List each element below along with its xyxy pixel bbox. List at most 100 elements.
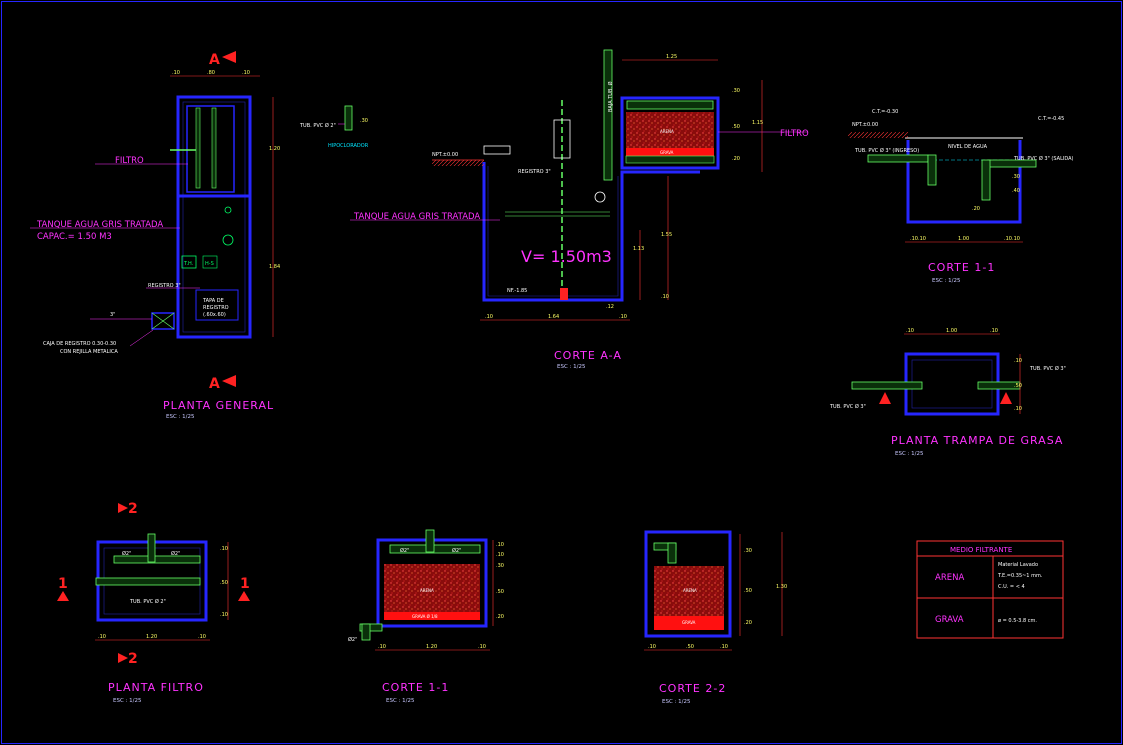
dim-label: .12 (606, 304, 614, 310)
table-row-line: Material Lavado (998, 562, 1038, 568)
pipe-a-label: Ø2" (122, 550, 131, 557)
caja-registro-box (151, 312, 175, 330)
dim-label: .20 (744, 620, 752, 626)
vertical-pipe (603, 49, 613, 181)
corte-11-top-title: CORTE 1-1 (928, 261, 995, 274)
dim-label: 1.20 (269, 146, 280, 152)
dim-label: .10 (220, 612, 228, 618)
dim-label: .10 (1014, 358, 1022, 364)
tapa-line3: (.60x.60) (203, 312, 226, 318)
gravel-layer (384, 612, 480, 620)
pipe-c-label: Ø2" (348, 636, 357, 643)
tank-label: TANQUE AGUA GRIS TRATADA (353, 212, 480, 222)
hipoclorador-title: HIPOCLORADOR (328, 143, 369, 149)
dim-label: .50 (732, 124, 740, 130)
grava-label: GRAVA (660, 150, 674, 155)
grava-label: GRAVA (682, 620, 696, 625)
dim-label: .30 (496, 563, 504, 569)
dim-label: 1.13 (633, 246, 644, 252)
tanque-line1: TANQUE AGUA GRIS TRATADA (36, 220, 163, 230)
planta-filtro: Ø2" Ø2" TUB. PVC Ø 2" 2 2 1 1 .10 1.20 .… (57, 501, 250, 704)
registro-label: REGISTRO 3" (148, 283, 181, 289)
section-mark-1-left: 1 (58, 576, 68, 592)
pipe-left-label: TUB. PVC Ø 3" (829, 403, 866, 410)
section-arrow-icon (118, 503, 128, 513)
dim-label: .30 (1012, 174, 1020, 180)
table-row-name: GRAVA (935, 615, 964, 625)
planta-general-title: PLANTA GENERAL (163, 399, 274, 412)
planta-general-tank-wall (176, 95, 252, 339)
dim-label: .10 (1014, 406, 1022, 412)
planta-trampa-title: PLANTA TRAMPA DE GRASA (891, 434, 1063, 447)
dim-label: 1.15 (752, 120, 763, 126)
corte-1-1-top: NPT.±0.00 C.T.=-0.30 C.T.=-0.45 NIVEL DE… (848, 109, 1074, 284)
dim-label: .80 (207, 70, 215, 76)
corte-1-1-bottom: ARENA GRAVA Ø 1/8 Ø2" Ø2" Ø2" .10 .10 .3… (348, 529, 504, 704)
dim-label: .10 (918, 236, 926, 242)
hs-label: H-S (205, 261, 214, 267)
corte-a-a: NPT.±0.00 REGISTRO 3" V= 1.50m3 TANQUE A… (350, 49, 809, 370)
arena-label: ARENA (683, 588, 697, 593)
inlet-pipe (867, 154, 929, 163)
dim-label: .10 (496, 552, 504, 558)
dim-label: 1.20 (146, 634, 157, 640)
dim-label: 1.20 (426, 644, 437, 650)
vertical-pipe-label: BAJA TUB. Ø (607, 81, 614, 112)
section-arrow-icon (879, 392, 891, 404)
dim-label: .10 (661, 294, 669, 300)
outlet-pipe (359, 623, 383, 632)
section-mark-2-top: 2 (128, 501, 138, 517)
pipe-out-label: TUB. PVC Ø 3" (SALIDA) (1013, 155, 1074, 162)
dim-label: .50 (496, 589, 504, 595)
dim-label: .20 (496, 614, 504, 620)
planta-filtro-scale: ESC : 1/25 (113, 698, 142, 704)
tank-section-wall (482, 162, 700, 302)
filtro-label: FILTRO (115, 156, 144, 166)
dim-label: .20 (732, 156, 740, 162)
top-distribution-pipe (389, 544, 481, 554)
valve-icon (224, 206, 232, 214)
table-header: MEDIO FILTRANTE (950, 546, 1012, 554)
npt-label: NPT.±0.00 (852, 122, 878, 128)
dim-label: .30 (744, 548, 752, 554)
dim-label: .10 (720, 644, 728, 650)
trap-section-wall (906, 140, 1022, 224)
dim-label: .50 (686, 644, 694, 650)
hipoclorador: TUB. PVC Ø 2" .30 HIPOCLORADOR (299, 105, 369, 149)
sand-layer (654, 566, 724, 616)
filter-section-wall (644, 530, 732, 638)
filter-box (186, 105, 235, 193)
trap-inlet-pipe (851, 381, 923, 390)
caja-line2: CON REJILLA METALICA (60, 349, 118, 355)
grava-label: GRAVA Ø 1/8 (412, 614, 438, 619)
ct-left-label: C.T.=-0.30 (872, 109, 898, 115)
dim-label: .10 (648, 644, 656, 650)
tank-volume: V= 1.50m3 (521, 247, 612, 266)
tapa-line1: TAPA DE (202, 298, 224, 304)
section-arrow-icon (222, 375, 236, 387)
pipe-size-label: 3" (110, 312, 115, 318)
planta-trampa-de-grasa: TUB. PVC Ø 3" TUB. PVC Ø 3" .10 1.00 .10… (829, 328, 1066, 457)
table-row-line: ø = 0.5-3.8 cm. (998, 618, 1037, 624)
tanque-line2: CAPAC.= 1.50 M3 (37, 232, 112, 242)
npt-label: NPT.±0.00 (432, 152, 458, 158)
ct-right-label: C.T.=-0.45 (1038, 116, 1064, 122)
sand-layer (384, 564, 480, 612)
corte-11-bottom-title: CORTE 1-1 (382, 681, 449, 694)
filter-distribution-pipe (113, 555, 201, 564)
pipe-in-label: TUB. PVC Ø 3" (INGRESO) (854, 147, 919, 154)
float-icon (222, 234, 234, 246)
caja-line1: CAJA DE REGISTRO 0.30-0.30 (43, 341, 116, 347)
section-arrow-icon (57, 591, 69, 601)
dim-label: .10 (496, 542, 504, 548)
dim-label: .50 (744, 588, 752, 594)
registro-label: REGISTRO 3" (518, 169, 551, 175)
dim-label: .10 (906, 328, 914, 334)
sand-layer (626, 112, 714, 148)
dim-label: .40 (1012, 188, 1020, 194)
th-box (181, 255, 197, 269)
corte-22-title: CORTE 2-2 (659, 682, 726, 695)
section-mark-1-right: 1 (240, 576, 250, 592)
nivel-label: NIVEL DE AGUA (948, 144, 988, 150)
